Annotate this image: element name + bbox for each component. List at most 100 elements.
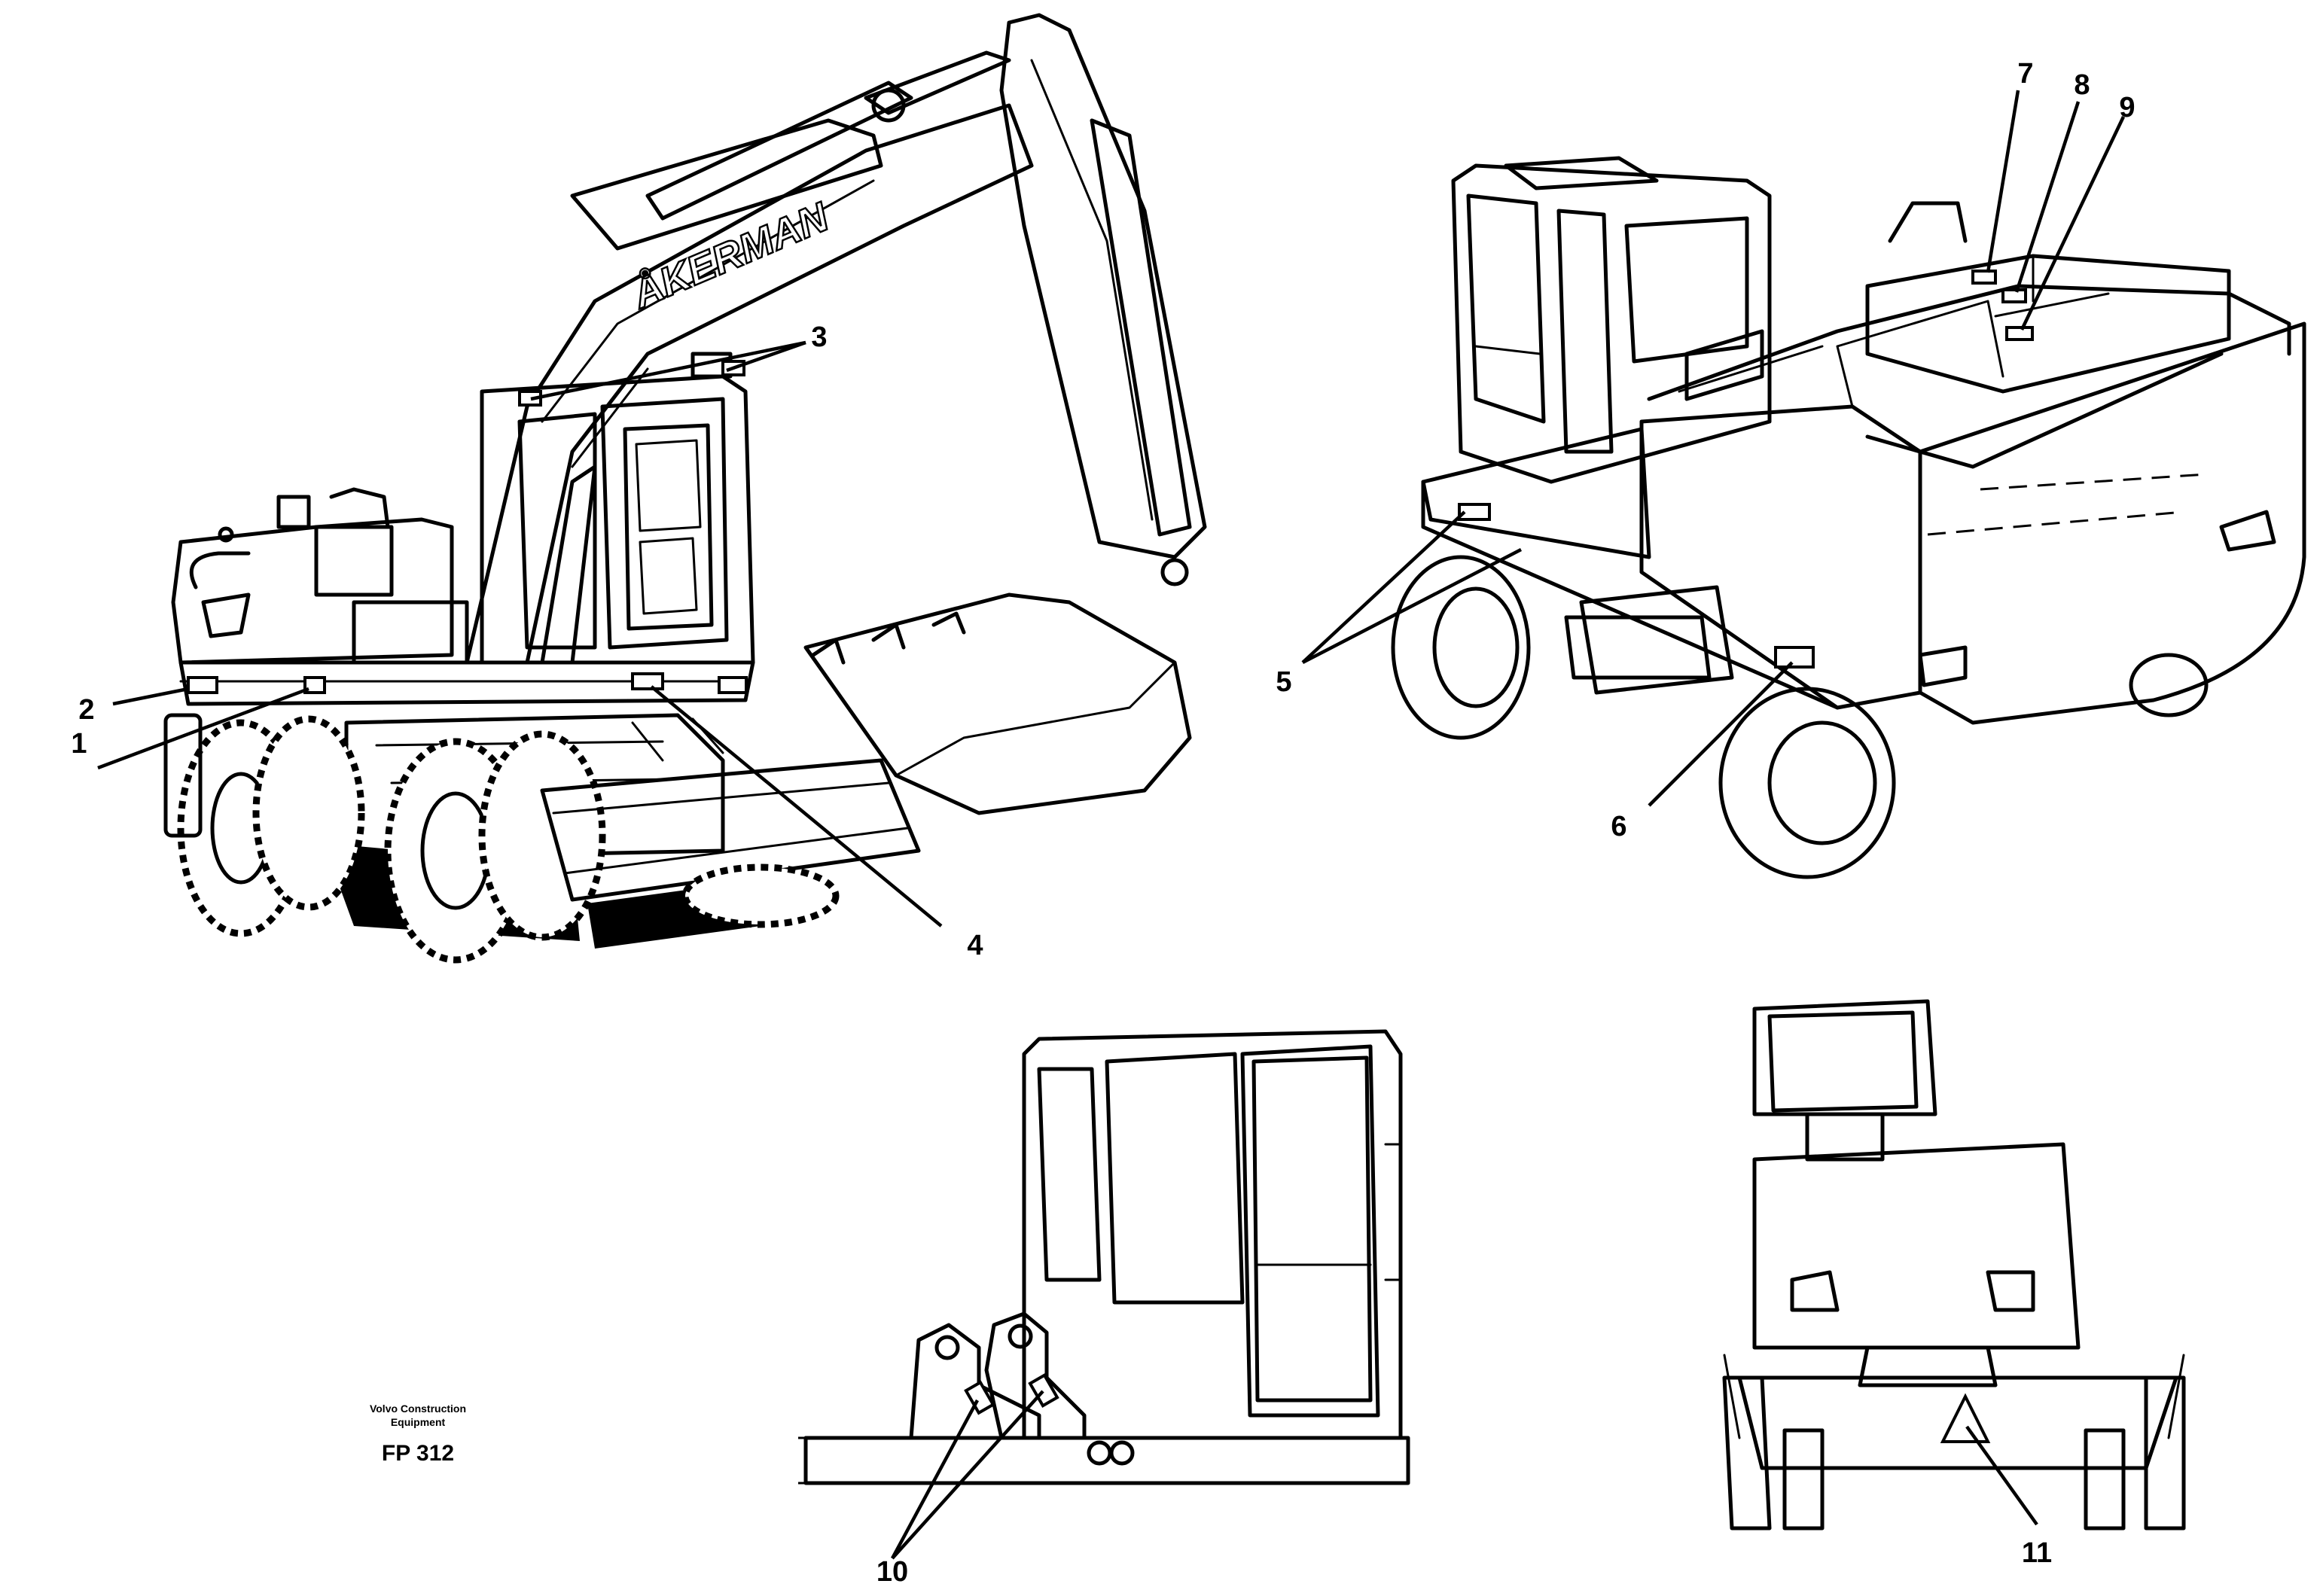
leader-8 [2014, 101, 2081, 293]
counterweight-top-edge [1865, 352, 2224, 469]
callout-numbers: 1 2 3 4 5 6 7 8 9 10 11 [71, 58, 2135, 1588]
rear-grille [201, 592, 251, 638]
counterweight-d [1752, 1142, 2081, 1350]
engine-hood [171, 517, 454, 665]
cab-c-door-glass [1251, 1055, 1373, 1403]
callout-4: 4 [967, 930, 983, 961]
callout-6: 6 [1611, 811, 1626, 842]
bracket-pin-base-1 [1087, 1440, 1112, 1466]
bucket-cylinder [1090, 118, 1192, 537]
exhaust-cap [276, 495, 311, 529]
cab-b-light [1684, 329, 1764, 401]
cab-d-neck [1805, 1112, 1885, 1162]
cab-window [623, 423, 714, 631]
rear-tire-left-inner [1782, 1428, 1825, 1531]
callout-1: 1 [71, 728, 87, 760]
boom [465, 103, 1034, 665]
decal-plate-rear-light [718, 676, 748, 694]
boom-edges [541, 179, 875, 468]
rear-lamp-left [1918, 645, 1968, 687]
dozer-blade [540, 758, 921, 902]
bracket-pin-left [934, 1335, 960, 1360]
beacon [218, 526, 234, 543]
lamp-d-right [1986, 1270, 2035, 1312]
decal-plate-10b [1028, 1373, 1059, 1408]
callout-11: 11 [2022, 1537, 2052, 1569]
excavator-side-view: ÅKERMAN [163, 13, 1207, 964]
house-skirt [1421, 480, 1840, 710]
rear-lamp-right [2219, 510, 2276, 552]
leader-5a [1301, 510, 1466, 664]
caption-company-line2: Equipment [391, 1416, 446, 1428]
rear-handrail [1888, 201, 1968, 243]
decal-plate-7 [1971, 270, 1997, 285]
leader-6 [1648, 661, 1794, 807]
arm-edge [1030, 59, 1154, 521]
leader-3b [726, 340, 806, 373]
decal-plate-11 [1940, 1393, 1991, 1443]
cab-b-door [1556, 209, 1614, 454]
callout-3: 3 [811, 321, 827, 353]
leader-5b [1301, 548, 1523, 664]
leader-2 [112, 687, 189, 706]
cab-b-window-split [1474, 345, 1541, 355]
arm-cylinder [645, 81, 913, 221]
fuel-tank [314, 525, 394, 597]
leader-10b [891, 1390, 1044, 1560]
upper-cylinder [864, 50, 1011, 115]
leader-9 [2020, 116, 2126, 330]
bucket-teeth [811, 611, 966, 665]
deck-panels [1678, 292, 2110, 408]
machine-rear-view [1722, 999, 2186, 1531]
callout-9: 9 [2119, 92, 2135, 123]
callout-8: 8 [2074, 69, 2090, 101]
mirror-arms [1723, 1354, 2185, 1439]
cab-side-window [517, 412, 597, 650]
cab-side-view [798, 1029, 1410, 1485]
cab-b-roof [1504, 156, 1659, 190]
leader-1 [97, 687, 309, 770]
rear-wheel-inner [252, 715, 365, 911]
handrail [329, 487, 390, 529]
bucket [803, 592, 1192, 815]
cab-c-handle [1384, 1143, 1402, 1281]
cab-b-body [1451, 163, 1772, 484]
cab-b-front-window [1466, 193, 1546, 424]
decal-plate-10a [964, 1380, 995, 1415]
caption-figure-code: FP 312 [382, 1441, 454, 1466]
callout-10: 10 [876, 1556, 908, 1588]
decal-plate-6 [1774, 646, 1815, 669]
leader-4 [650, 685, 943, 927]
leader-10a [891, 1399, 979, 1560]
hidden-wheel [681, 863, 840, 928]
decal-plate-2 [187, 676, 218, 694]
cab-door [600, 397, 729, 650]
dozer-arms [631, 717, 724, 762]
decal-plate-8 [2001, 288, 2027, 303]
rear-tire-right-outer [2144, 1375, 2186, 1531]
cab-c-body [1022, 1029, 1403, 1440]
cab-window-lower [639, 537, 698, 615]
boom-bracket-left [909, 1323, 1041, 1440]
hood-grille [189, 551, 251, 589]
cab-c-door [1240, 1044, 1380, 1418]
deck-outline [1647, 284, 2291, 401]
callout-7: 7 [2017, 58, 2033, 90]
lamp-d-left [1790, 1270, 1840, 1312]
leader-lines [97, 90, 2126, 1560]
decal-plate-9 [2005, 326, 2034, 341]
rear-mudguard [163, 713, 203, 838]
boom-cylinder [540, 464, 597, 665]
left-tire-rim [1432, 586, 1520, 708]
rear-tire-left-outer [1722, 1375, 1772, 1531]
dozer-blade-edges [552, 781, 909, 875]
leader-3a [530, 340, 806, 401]
frame-block-front [1564, 615, 1712, 680]
cab-c-rear-window [1037, 1067, 1102, 1282]
decal-plate-5 [1458, 503, 1491, 521]
battery-box [352, 600, 469, 665]
platform-cutoff [798, 1436, 843, 1485]
cab-d-body [1752, 999, 1937, 1116]
